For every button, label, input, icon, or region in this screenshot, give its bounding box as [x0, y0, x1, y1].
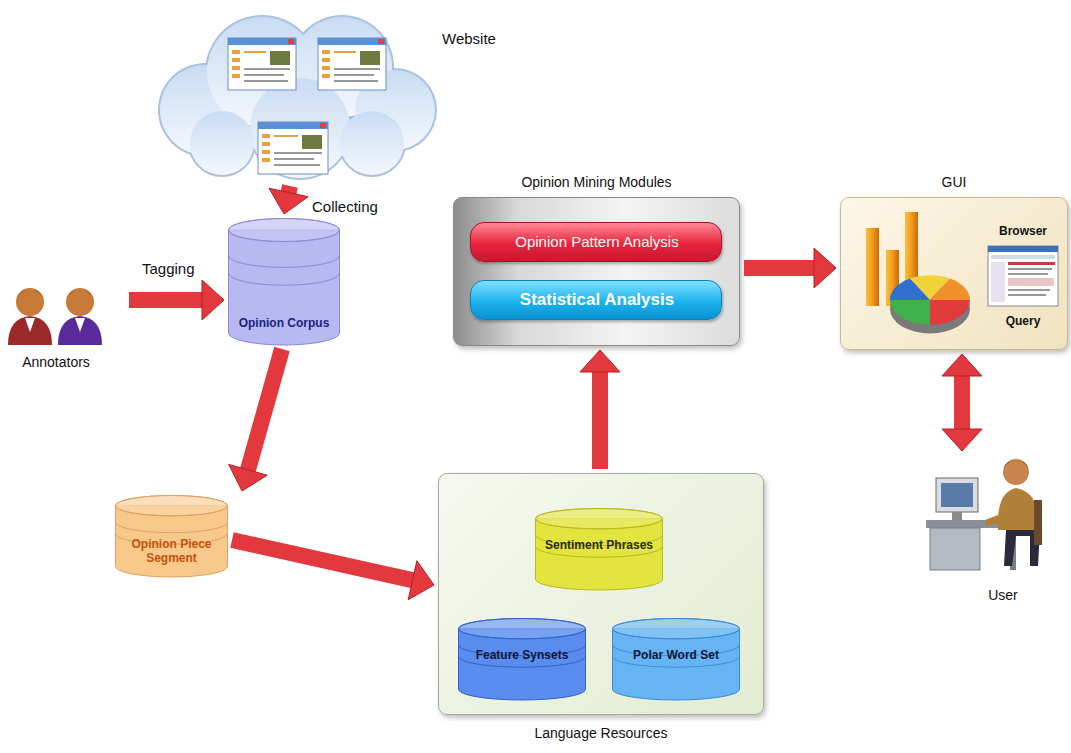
- module-pill: Opinion Pattern Analysis: [470, 222, 722, 262]
- arrow-shaft: [247, 349, 282, 472]
- arrow-shaft: [954, 374, 970, 431]
- web-page-icon: [318, 38, 386, 90]
- module-pill: Statistical Analysis: [470, 280, 722, 320]
- node-label: Opinion Pattern Analysis: [475, 233, 719, 251]
- flow-arrow: [129, 280, 224, 320]
- arrow-shaft: [744, 260, 816, 276]
- web-page-icon: [228, 38, 296, 90]
- actor-node: User: [920, 455, 1060, 605]
- arrow-head: [408, 561, 434, 600]
- gui-panel: GUI BrowserQuery: [840, 172, 1068, 350]
- database-cylinder: Feature Synsets: [458, 618, 586, 700]
- user-icon: [926, 459, 1042, 570]
- node-label: GUI: [840, 174, 1068, 191]
- arrow-head: [942, 429, 982, 451]
- node-label: Statistical Analysis: [475, 290, 719, 310]
- annotator-icon: [8, 288, 102, 345]
- web-page-icon: [258, 122, 328, 174]
- node-label: Opinion Mining Modules: [453, 174, 740, 191]
- arrow-shaft: [129, 292, 204, 308]
- edge-label: Collecting: [312, 198, 378, 215]
- module-panel: Opinion Mining ModulesOpinion Pattern An…: [453, 172, 740, 346]
- arrow-head: [269, 188, 308, 214]
- panel-box: [438, 473, 764, 715]
- arrow-shaft: [592, 370, 608, 469]
- database-cylinder: Polar Word Set: [612, 618, 740, 700]
- node-label: Opinion Corpus: [232, 316, 336, 330]
- database-cylinder: Sentiment Phrases: [535, 508, 663, 590]
- database-cylinder: Opinion Piece Segment: [115, 495, 228, 577]
- node-label: User: [960, 587, 1046, 604]
- node-label: Language Resources: [438, 725, 764, 742]
- flow-arrow: [744, 248, 836, 288]
- arrow-shaft: [232, 540, 414, 581]
- arrow-head: [202, 280, 224, 320]
- arrow-head: [942, 354, 982, 376]
- node-label: Annotators: [0, 354, 112, 371]
- panel-label: Browser: [986, 224, 1060, 238]
- panel-box: [453, 197, 740, 346]
- resource-panel: Language Resources Sentiment PhrasesFeatu…: [438, 473, 764, 745]
- database-cylinder: Opinion Corpus: [228, 218, 340, 345]
- cloud-node: Website: [150, 0, 510, 182]
- actor-node: Annotators: [0, 262, 125, 374]
- flow-arrow: [269, 186, 308, 214]
- flow-arrow: [229, 349, 282, 491]
- node-label: Feature Synsets: [462, 648, 582, 662]
- cloud: [158, 15, 437, 180]
- flow-arrow: [580, 350, 620, 469]
- node-label: Website: [442, 30, 508, 48]
- node-label: Opinion Piece Segment: [119, 537, 224, 566]
- arrow-shaft: [288, 186, 290, 194]
- panel-label: Query: [986, 314, 1060, 328]
- node-label: Sentiment Phrases: [539, 538, 659, 552]
- flow-arrow: [232, 540, 434, 600]
- arrow-head: [229, 464, 268, 491]
- arrow-head: [580, 350, 620, 372]
- flow-arrow: [942, 354, 982, 451]
- edge-label: Tagging: [142, 260, 195, 277]
- arrow-head: [814, 248, 836, 288]
- node-label: Polar Word Set: [616, 648, 736, 662]
